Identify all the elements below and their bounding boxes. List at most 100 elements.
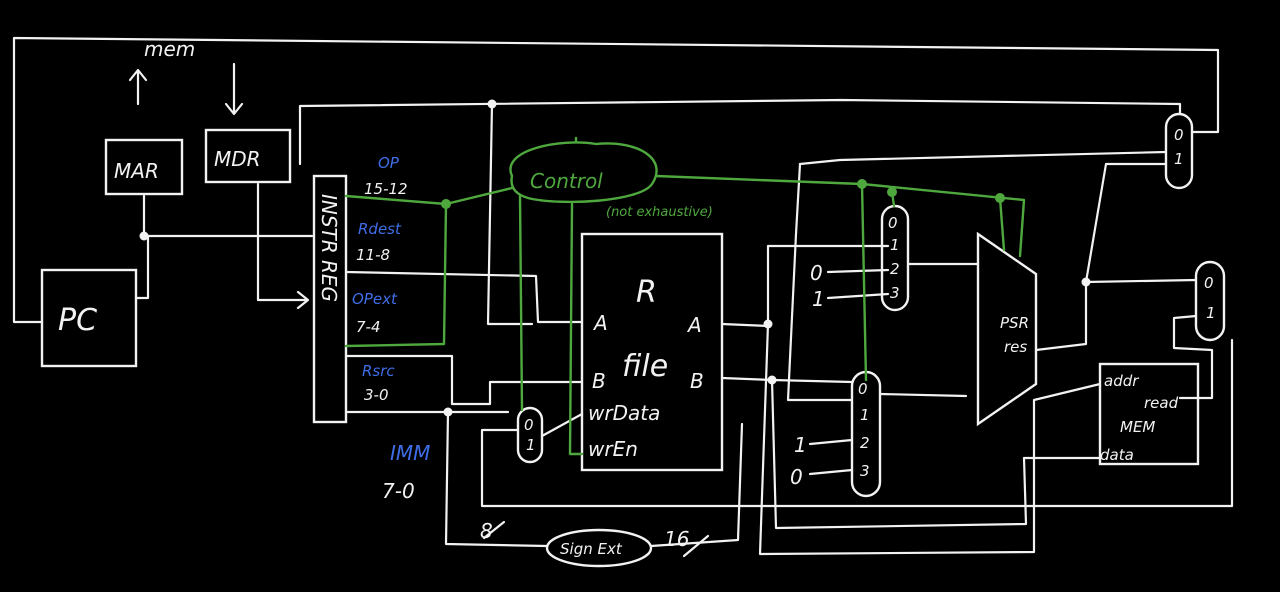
rfile-r-label: R bbox=[636, 275, 657, 310]
rfile-b-to-mem-data-wire bbox=[770, 378, 1102, 530]
opext-to-control-wire bbox=[344, 202, 448, 348]
alu-to-pc-mux-wire bbox=[1084, 162, 1168, 284]
const-1-wire bbox=[826, 292, 890, 300]
width-8-tick bbox=[482, 520, 506, 540]
const-1-a: 1 bbox=[812, 287, 825, 311]
rfile-wrdata: wrData bbox=[588, 401, 660, 425]
imm-field-bits: 7-0 bbox=[382, 479, 415, 503]
alu-b-mux-in-1: 1 bbox=[860, 406, 870, 424]
pc-mux-in-0: 0 bbox=[1174, 126, 1184, 144]
alu-a-mux-in-1: 1 bbox=[890, 236, 900, 254]
instr-reg-label: INSTR REG bbox=[317, 194, 341, 302]
sign-ext-output-wire bbox=[649, 422, 744, 548]
mar-label: MAR bbox=[114, 159, 159, 183]
control-wren-signal bbox=[568, 202, 584, 456]
rfile-b-out-wire bbox=[720, 376, 854, 384]
alu-a-mux-in-2: 2 bbox=[890, 260, 900, 278]
junction bbox=[139, 231, 149, 241]
rsrc-to-rfile-b-wire bbox=[344, 354, 584, 406]
control-unit bbox=[509, 141, 658, 204]
const-1-wire-b bbox=[808, 438, 854, 446]
rfile-a-out-wire bbox=[720, 244, 890, 328]
pc-register bbox=[40, 268, 138, 368]
width-16-label: 16 bbox=[664, 527, 689, 551]
rfile-wren: wrEn bbox=[588, 437, 638, 461]
mdr-to-ir-wire bbox=[256, 182, 310, 310]
pc-feedback-wire bbox=[12, 36, 1220, 324]
mem-addr-label: addr bbox=[1104, 372, 1139, 390]
rfile-in-b: B bbox=[592, 369, 606, 393]
wrdata-mux-in-1: 1 bbox=[526, 436, 536, 454]
data-memory bbox=[1098, 362, 1200, 466]
register-file bbox=[580, 232, 724, 472]
alu-b-mux-in-3: 3 bbox=[860, 462, 870, 480]
wb-mux-in-1: 1 bbox=[1206, 304, 1216, 322]
rdest-branch-wire bbox=[486, 102, 534, 326]
wrdata-feedback-wire bbox=[480, 338, 1234, 508]
control-label: Control bbox=[530, 169, 603, 193]
alu-a-mux-in-3: 3 bbox=[890, 284, 900, 302]
pc-to-alu-b-wire bbox=[786, 162, 854, 402]
res-label: res bbox=[1004, 338, 1027, 356]
rfile-a-to-mem-addr-wire bbox=[758, 322, 1102, 556]
mem-up-arrow bbox=[128, 68, 148, 106]
mem-label: mem bbox=[144, 37, 195, 61]
control-alu-op bbox=[998, 196, 1006, 252]
const-0-a: 0 bbox=[810, 261, 823, 285]
pc-to-mar-wire bbox=[134, 194, 150, 300]
writeback-mux bbox=[1194, 260, 1226, 342]
const-1-b: 1 bbox=[794, 433, 807, 457]
width-8-label: 8 bbox=[480, 519, 493, 543]
alu-b-input-wire bbox=[878, 392, 968, 398]
alu-b-mux-in-0: 0 bbox=[858, 380, 868, 398]
pc-label: PC bbox=[58, 303, 97, 338]
alu-b-mux-in-2: 2 bbox=[860, 434, 870, 452]
mem-data-label: data bbox=[1100, 446, 1134, 464]
control-alu-op-wire bbox=[654, 174, 1026, 258]
mdr-label: MDR bbox=[214, 147, 261, 171]
const-0-wire bbox=[826, 268, 890, 274]
instruction-register bbox=[312, 174, 348, 424]
opext-field-label: OPext bbox=[352, 290, 398, 308]
rfile-out-a: A bbox=[686, 313, 702, 337]
pc-mux-in-1: 1 bbox=[1174, 150, 1184, 168]
const-0-b: 0 bbox=[790, 465, 803, 489]
alu-psr bbox=[976, 231, 1038, 427]
rsrc-field-bits: 3-0 bbox=[364, 386, 389, 404]
mem-read-wire bbox=[1172, 314, 1214, 400]
op-field-bits: 15-12 bbox=[364, 180, 408, 198]
width-16-tick bbox=[682, 534, 710, 558]
rdest-to-rfile-a-wire bbox=[344, 270, 584, 324]
ir-top-wire bbox=[298, 98, 1182, 166]
mem-read-label: read bbox=[1144, 394, 1179, 412]
op-field-label: OP bbox=[378, 154, 400, 172]
imm-field-label: IMM bbox=[390, 441, 430, 465]
sign-extend-unit bbox=[545, 528, 653, 568]
imm-to-sign-ext-wire bbox=[444, 410, 549, 548]
rfile-out-b: B bbox=[690, 369, 704, 393]
rfile-file-label: file bbox=[622, 349, 668, 384]
not-exhaustive-note: (not exhaustive) bbox=[606, 205, 713, 220]
rdest-field-label: Rdest bbox=[358, 220, 402, 238]
control-wrdata-mux-select bbox=[518, 194, 524, 412]
const-0-wire-b bbox=[808, 468, 854, 476]
mem-name-label: MEM bbox=[1120, 418, 1155, 436]
pc-to-pc-mux-wire bbox=[798, 150, 1168, 166]
alu-result-wire bbox=[1034, 278, 1198, 352]
control-alu-a-select bbox=[890, 190, 896, 208]
sign-ext-label: Sign Ext bbox=[560, 540, 623, 558]
opext-field-bits: 7-4 bbox=[356, 318, 381, 336]
psr-label: PSR bbox=[1000, 314, 1029, 332]
rdest-field-bits: 11-8 bbox=[356, 246, 390, 264]
wrdata-mux-in-0: 0 bbox=[524, 416, 534, 434]
mdr-register bbox=[204, 128, 292, 184]
control-alu-b-select bbox=[860, 182, 868, 382]
rfile-in-a: A bbox=[592, 311, 608, 335]
wrdata-mux-output-wire bbox=[540, 412, 584, 438]
mar-register bbox=[104, 138, 184, 196]
mem-down-arrow bbox=[224, 62, 244, 116]
wb-mux-in-0: 0 bbox=[1204, 274, 1214, 292]
alu-a-mux-in-0: 0 bbox=[888, 214, 898, 232]
